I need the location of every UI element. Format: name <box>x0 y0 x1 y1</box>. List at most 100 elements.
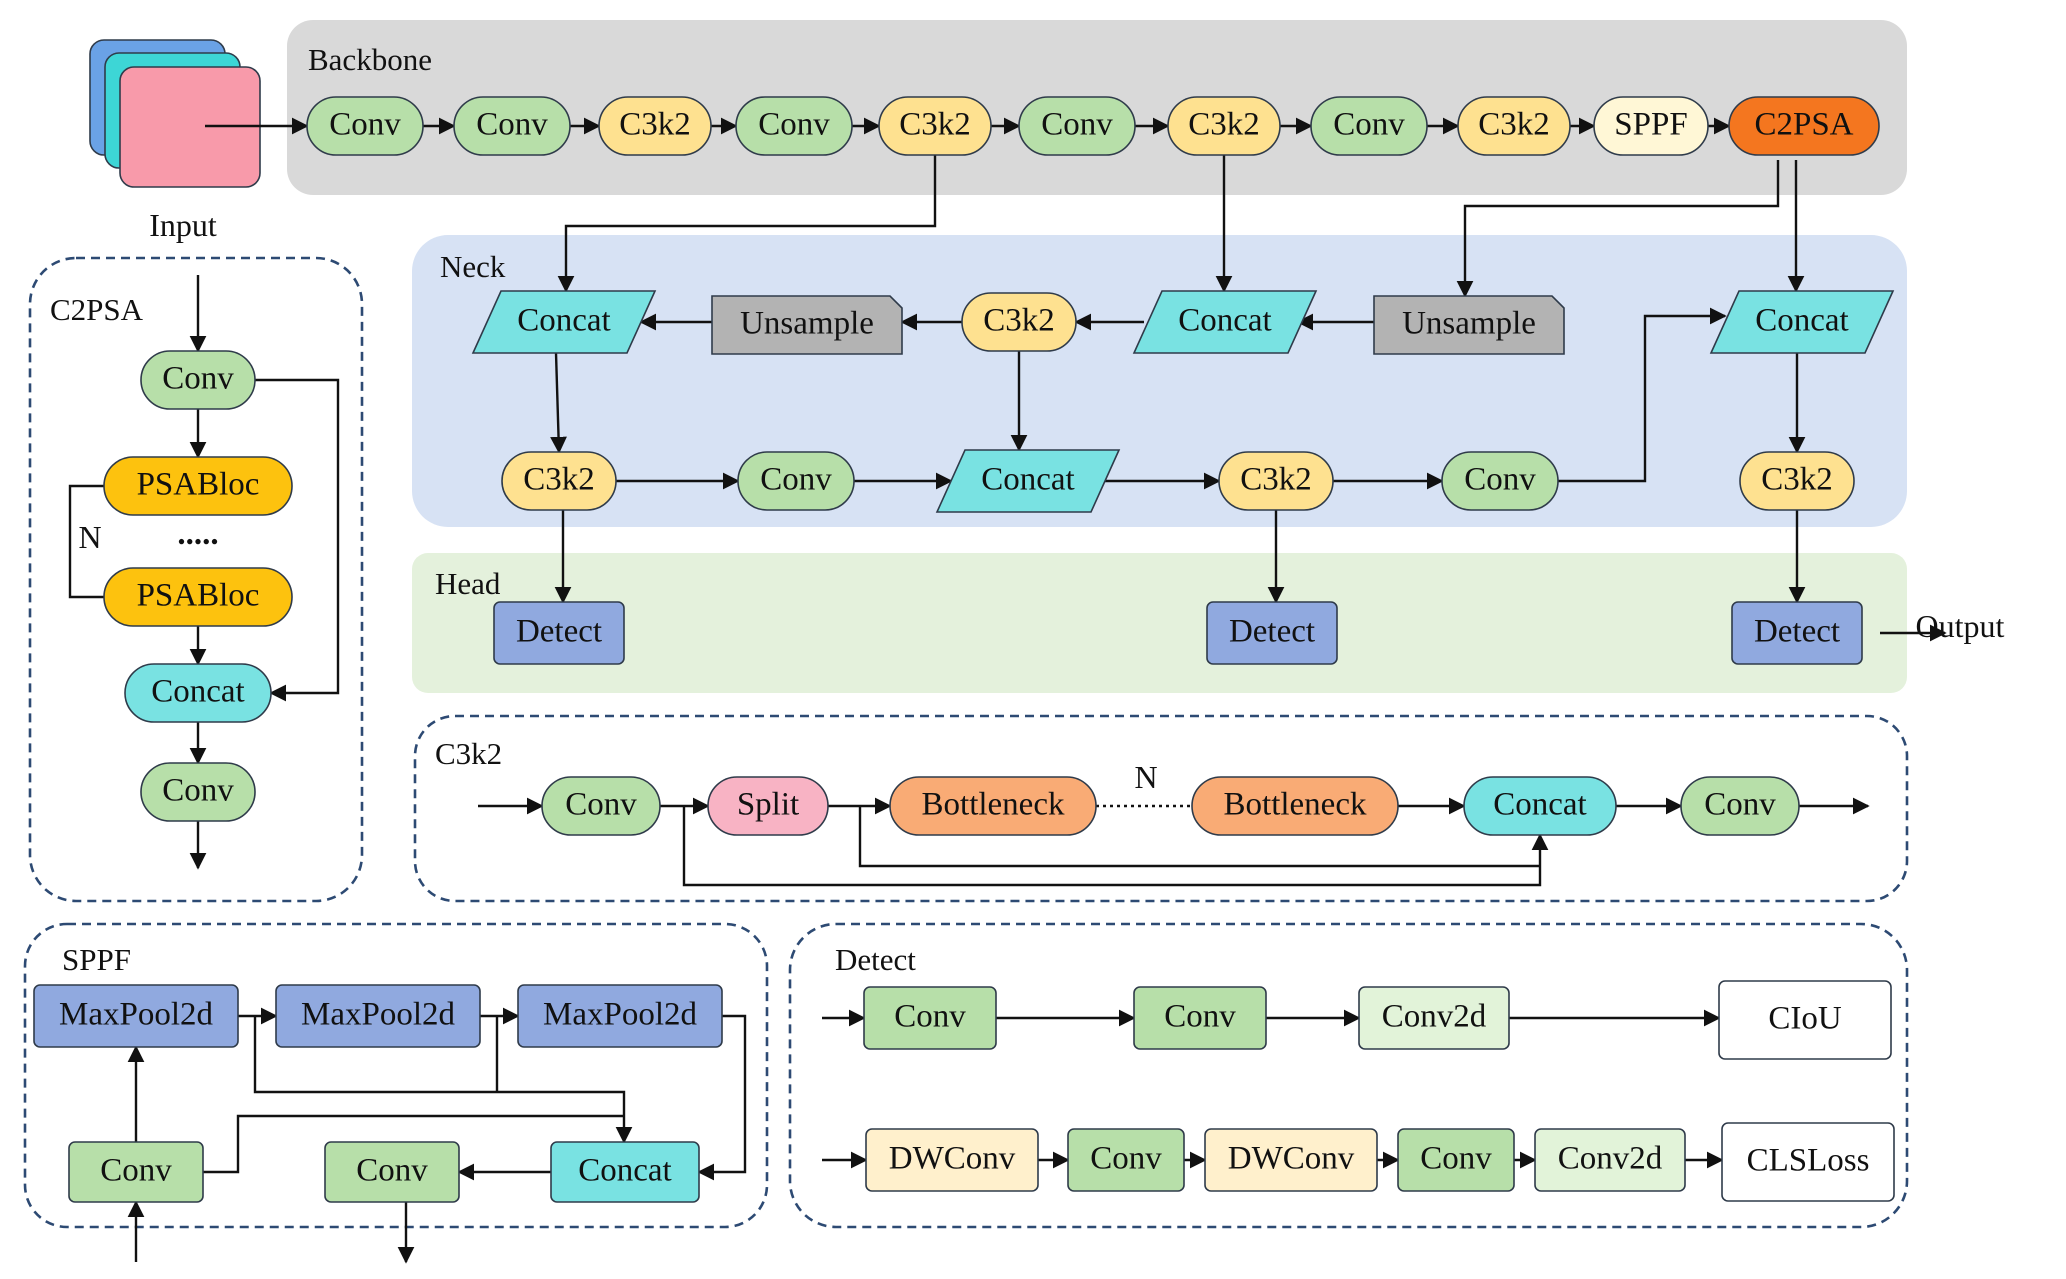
node-backbone-nodes-8: C3k2 <box>1457 96 1571 156</box>
node-c2psa-nodes-4-shape <box>140 762 256 822</box>
node-backbone-nodes-1-shape <box>453 96 571 156</box>
node-neck-bottom-3-shape <box>1218 451 1334 511</box>
node-neck-bottom-1-label: Conv <box>760 462 832 498</box>
node-head-nodes-2-shape <box>1731 601 1863 665</box>
node-detect-row2-1: Conv <box>1067 1128 1185 1192</box>
node-detect-row2-2-shape <box>1204 1128 1378 1192</box>
node-head-nodes-2-label: Detect <box>1754 614 1840 650</box>
input-image-stack <box>89 39 261 188</box>
node-backbone-nodes-3-label: Conv <box>758 107 830 143</box>
c3k2-title: C3k2 <box>435 736 502 771</box>
node-sppf-nodes-0-label: MaxPool2d <box>59 997 214 1033</box>
node-detect-row1-0: Conv <box>863 986 997 1050</box>
c3k2-repeat-label: N <box>1134 759 1157 795</box>
node-sppf-nodes-4-shape <box>324 1141 460 1203</box>
node-backbone-nodes-4: C3k2 <box>878 96 992 156</box>
node-c3k2-nodes-1: Split <box>707 776 829 836</box>
node-backbone-nodes-2: C3k2 <box>598 96 712 156</box>
node-neck-bottom-1: Conv <box>737 451 855 511</box>
node-backbone-nodes-10-shape <box>1728 96 1880 156</box>
node-c2psa-nodes-3-label: Concat <box>151 674 244 710</box>
node-backbone-nodes-0-label: Conv <box>329 107 401 143</box>
node-detect-row2-2-label: DWConv <box>1228 1141 1355 1177</box>
node-sppf-nodes-5-shape <box>550 1141 700 1203</box>
node-neck-top-3-label: Concat <box>1178 303 1271 339</box>
node-detect-row2-1-label: Conv <box>1090 1141 1162 1177</box>
node-c3k2-nodes-0-label: Conv <box>565 787 637 823</box>
node-c3k2-nodes-1-label: Split <box>737 787 799 823</box>
node-detect-row2-3: Conv <box>1397 1128 1515 1192</box>
node-c3k2-nodes-2-label: Bottleneck <box>922 787 1065 823</box>
node-detect-row2-5-label: CLSLoss <box>1747 1143 1870 1179</box>
head-panel <box>412 553 1907 693</box>
node-detect-row1-2: Conv2d <box>1358 986 1510 1050</box>
node-neck-top-1: Unsample <box>711 295 903 355</box>
node-sppf-nodes-3: Conv <box>68 1141 204 1203</box>
c2psa-title: C2PSA <box>50 292 144 327</box>
node-c3k2-nodes-3-label: Bottleneck <box>1224 787 1367 823</box>
node-neck-bottom-4: Conv <box>1441 451 1559 511</box>
node-detect-row2-0-label: DWConv <box>889 1141 1016 1177</box>
node-sppf-nodes-4-label: Conv <box>356 1153 428 1189</box>
node-backbone-nodes-10: C2PSA <box>1728 96 1880 156</box>
node-c3k2-nodes-4-shape <box>1463 776 1617 836</box>
node-neck-bottom-5: C3k2 <box>1739 451 1855 511</box>
node-neck-top-0-label: Concat <box>517 303 610 339</box>
node-c2psa-nodes-4-label: Conv <box>162 773 234 809</box>
node-detect-row1-3: CIoU <box>1718 980 1892 1060</box>
node-c2psa-nodes-0: Conv <box>140 350 256 410</box>
edge-c2psa-to-unsample2 <box>1456 160 1780 298</box>
node-c3k2-nodes-2-shape <box>889 776 1097 836</box>
node-backbone-nodes-0: Conv <box>306 96 424 156</box>
node-sppf-nodes-1: MaxPool2d <box>275 984 481 1048</box>
node-c2psa-nodes-2-shape <box>103 567 293 627</box>
node-detect-row1-0-shape <box>863 986 997 1050</box>
node-neck-bottom-5-shape <box>1739 451 1855 511</box>
node-neck-top-2-shape <box>961 292 1077 352</box>
node-detect-row2-3-shape <box>1397 1128 1515 1192</box>
node-detect-row1-1-label: Conv <box>1164 999 1236 1035</box>
node-c3k2-nodes-2: Bottleneck <box>889 776 1097 836</box>
node-backbone-nodes-1-label: Conv <box>476 107 548 143</box>
node-c3k2-nodes-3-shape <box>1191 776 1399 836</box>
node-head-nodes-0-shape <box>493 601 625 665</box>
node-c3k2-nodes-3: Bottleneck <box>1191 776 1399 836</box>
node-head-nodes-2: Detect <box>1731 601 1863 665</box>
node-sppf-nodes-2-shape <box>517 984 723 1048</box>
node-neck-bottom-5-label: C3k2 <box>1761 462 1833 498</box>
node-c3k2-nodes-1-shape <box>707 776 829 836</box>
node-c2psa-nodes-1-shape <box>103 456 293 516</box>
node-detect-row2-5-shape <box>1721 1122 1895 1202</box>
node-head-nodes-0: Detect <box>493 601 625 665</box>
backbone-title: Backbone <box>308 42 432 77</box>
node-detect-row2-4-shape <box>1534 1128 1686 1192</box>
node-neck-top-4-label: Unsample <box>1402 306 1536 342</box>
node-c3k2-nodes-5-shape <box>1680 776 1800 836</box>
node-detect-row2-4: Conv2d <box>1534 1128 1686 1192</box>
node-neck-top-5: Concat <box>1709 290 1895 354</box>
node-backbone-nodes-8-shape <box>1457 96 1571 156</box>
node-neck-bottom-1-shape <box>737 451 855 511</box>
edge-conv2-to-concat3 <box>1558 307 1727 483</box>
node-detect-row2-1-shape <box>1067 1128 1185 1192</box>
node-c3k2-nodes-0-shape <box>541 776 661 836</box>
node-backbone-nodes-9: SPPF <box>1593 96 1709 156</box>
node-backbone-nodes-2-label: C3k2 <box>619 107 691 143</box>
node-detect-row1-2-label: Conv2d <box>1382 999 1487 1035</box>
node-detect-row2-3-label: Conv <box>1420 1141 1492 1177</box>
node-c2psa-nodes-4: Conv <box>140 762 256 822</box>
node-neck-bottom-3: C3k2 <box>1218 451 1334 511</box>
edge-c2psa-skip <box>255 378 340 702</box>
node-neck-top-0: Concat <box>471 290 657 354</box>
node-neck-bottom-3-label: C3k2 <box>1240 462 1312 498</box>
node-backbone-nodes-4-shape <box>878 96 992 156</box>
node-backbone-nodes-6: C3k2 <box>1167 96 1281 156</box>
node-sppf-nodes-2-label: MaxPool2d <box>543 997 698 1033</box>
node-backbone-nodes-8-label: C3k2 <box>1478 107 1550 143</box>
node-neck-top-0-shape <box>471 290 657 354</box>
node-neck-bottom-4-shape <box>1441 451 1559 511</box>
node-neck-top-3: Concat <box>1132 290 1318 354</box>
